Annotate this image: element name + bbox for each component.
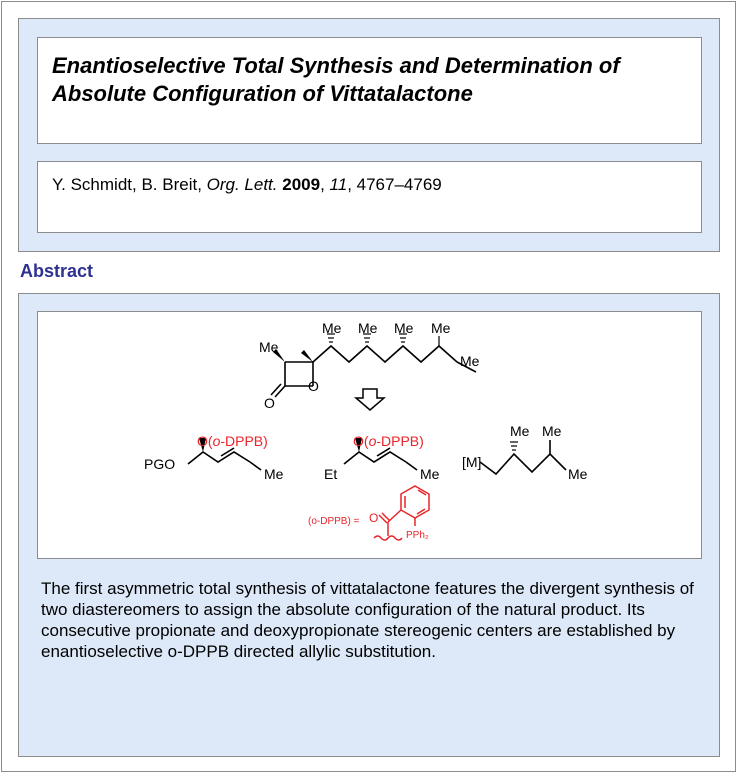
label-me: Me (394, 320, 414, 336)
citation-pages: 4767–4769 (356, 175, 442, 194)
label-me: Me (460, 353, 480, 369)
label-o: O (264, 395, 275, 411)
citation-authors: Y. Schmidt, B. Breit, (52, 175, 207, 194)
label-o-dppb: O(o-DPPB) (353, 433, 424, 449)
retro-arrow-icon (353, 388, 387, 411)
label-pph2: PPh₂ (406, 530, 429, 541)
label-me: Me (259, 339, 279, 355)
label-o: O (308, 378, 319, 394)
label-me: Me (322, 320, 342, 336)
label-o-dppb: O(o-DPPB) (197, 433, 268, 449)
label-me: Me (420, 466, 440, 482)
label-dppb-definition: (o-DPPB) = (308, 516, 360, 527)
citation-year: 2009 (282, 175, 321, 194)
label-me: Me (358, 320, 378, 336)
abstract-heading: Abstract (20, 261, 94, 281)
label-metal: [M] (462, 454, 481, 470)
article-title: Enantioselective Total Synthesis and Det… (52, 53, 620, 106)
label-me: Me (264, 466, 284, 482)
label-me: Me (542, 423, 562, 439)
abstract-text: The first asymmetric total synthesis of … (41, 579, 694, 661)
citation-journal: Org. Lett. (206, 175, 278, 194)
reaction-scheme: Me O O Me Me Me Me Me PGO Me O(o-DPPB) E… (144, 320, 588, 541)
label-o: O (369, 511, 378, 525)
label-me: Me (431, 320, 451, 336)
citation-volume: 11 (329, 175, 348, 194)
label-et: Et (324, 466, 337, 482)
citation-box: Y. Schmidt, B. Breit, Org. Lett. 2009, 1… (37, 161, 702, 233)
label-me: Me (510, 423, 530, 439)
label-pgo: PGO (144, 456, 175, 472)
title-box: Enantioselective Total Synthesis and Det… (37, 37, 702, 144)
graphical-abstract: Me O O Me Me Me Me Me PGO Me O(o-DPPB) E… (37, 311, 702, 559)
label-me: Me (568, 466, 588, 482)
